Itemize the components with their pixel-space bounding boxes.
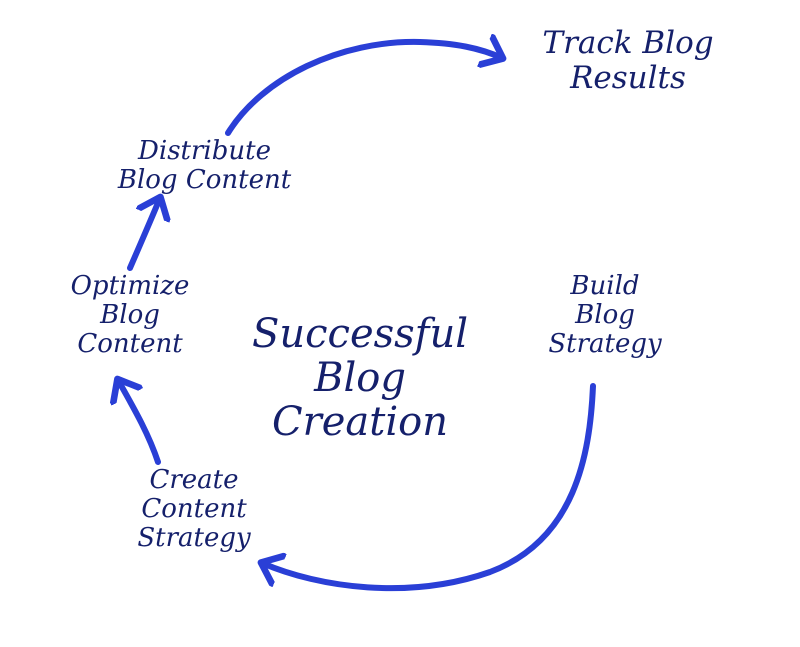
- step-label-line: Blog: [100, 300, 160, 331]
- center-title-line: Blog: [314, 355, 406, 401]
- step-build-blog-strategy: Build Blog Strategy: [520, 271, 690, 360]
- step-create-content-strategy: Create Content Strategy: [108, 465, 280, 554]
- arrow-build-to-create: [262, 383, 596, 592]
- step-label-line: Distribute: [138, 136, 271, 166]
- step-label-line: Content: [141, 494, 247, 525]
- step-label-line: Build: [570, 271, 640, 301]
- step-label-line: Strategy: [137, 523, 251, 554]
- step-track-blog-results: Track Blog Results: [508, 26, 748, 95]
- step-label-line: Blog Content: [117, 165, 292, 196]
- step-optimize-blog-content: Optimize Blog Content: [40, 271, 220, 360]
- arrow-create-to-optimize: [118, 380, 161, 465]
- step-label-line: Optimize: [70, 271, 190, 301]
- step-distribute-blog-content: Distribute Blog Content: [92, 136, 317, 196]
- center-title-line: Creation: [272, 399, 448, 445]
- step-label-line: Strategy: [548, 329, 662, 360]
- step-label-line: Blog: [575, 300, 635, 331]
- step-label-line: Results: [570, 59, 686, 96]
- step-label-line: Track Blog: [542, 25, 714, 61]
- arrow-distribute-to-track: [225, 42, 502, 136]
- step-label-line: Content: [77, 329, 183, 360]
- step-label-line: Create: [149, 465, 239, 495]
- center-title-line: Successful: [251, 311, 469, 357]
- arrow-optimize-to-distribute: [127, 198, 160, 271]
- center-title: Successful Blog Creation: [230, 312, 490, 444]
